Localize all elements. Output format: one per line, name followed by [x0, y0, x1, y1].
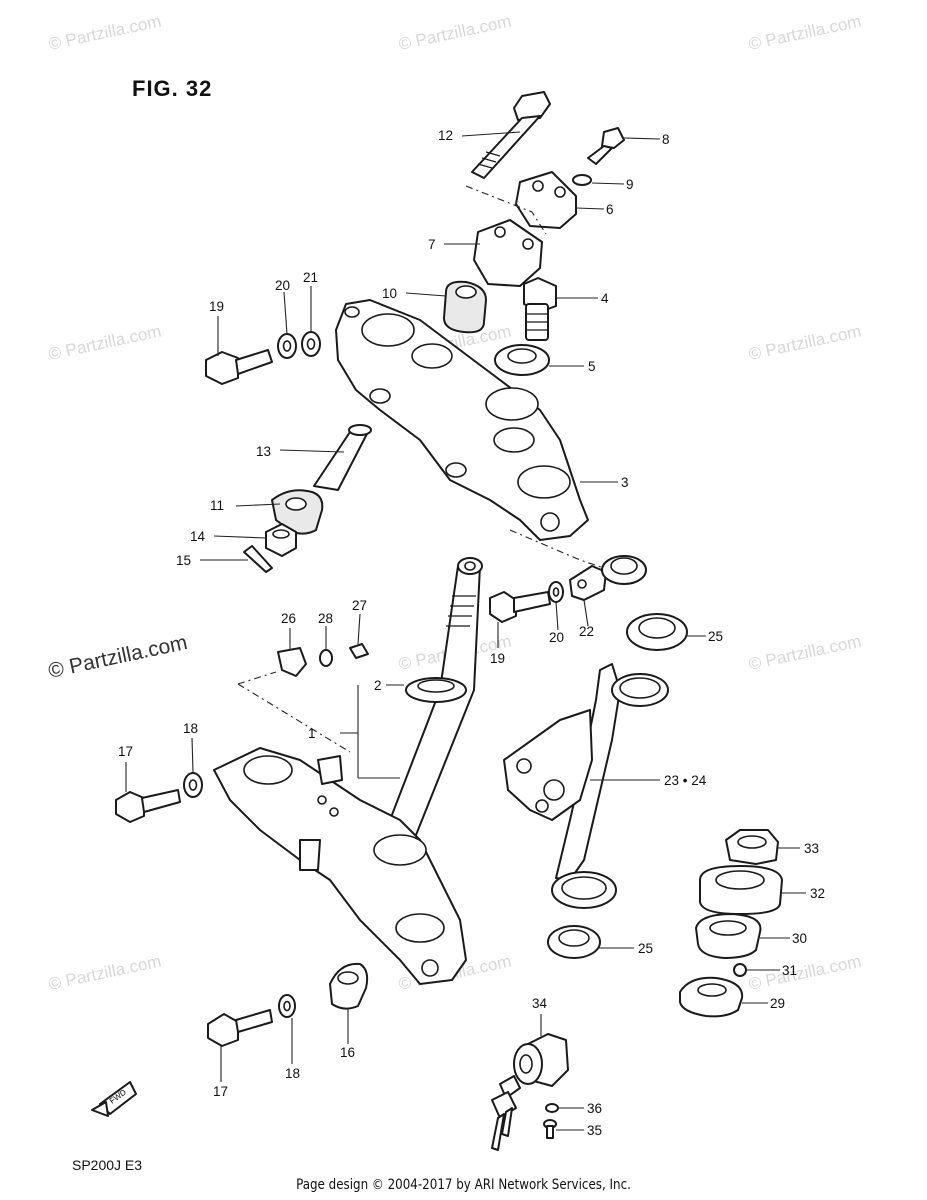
part-35-screw [543, 1119, 557, 1139]
callout-17-upper: 17 [118, 744, 133, 759]
callout-26: 26 [281, 611, 296, 626]
part-26-clamp [277, 647, 307, 677]
callout-25-upper: 25 [708, 629, 723, 644]
part-4-stem-head-bolt [523, 277, 557, 341]
callout-15: 15 [176, 553, 191, 568]
fwd-arrow-icon: FWD [91, 1081, 137, 1117]
callout-28: 28 [318, 611, 333, 626]
watermark-main: © Partzilla.com [46, 631, 189, 683]
callout-5: 5 [588, 359, 596, 374]
callout-29: 29 [770, 996, 785, 1011]
part-25-grommet-upper [601, 555, 647, 585]
callout-32: 32 [810, 886, 825, 901]
part-21-washer [301, 331, 321, 357]
callout-10: 10 [382, 286, 397, 301]
watermark-text: © Partzilla.com [747, 632, 863, 674]
part-8-bolt [587, 127, 625, 165]
callout-13: 13 [256, 444, 271, 459]
watermark-text: © Partzilla.com [747, 12, 863, 54]
part-15-cotter-pin [243, 545, 273, 573]
callout-16: 16 [340, 1045, 355, 1060]
part-5-washer [494, 344, 550, 376]
callout-20-lower: 20 [549, 630, 564, 645]
part-10-cushion [443, 280, 487, 334]
part-25-grommet-right [626, 613, 688, 651]
figure-title: FIG. 32 [132, 76, 213, 101]
callout-1: 1 [308, 726, 316, 741]
part-23-24-bracket [503, 663, 669, 909]
part-20-washer-lower [548, 581, 564, 603]
part-20-washer-upper [277, 333, 297, 359]
callout-11: 11 [210, 498, 224, 513]
callout-25-lower: 25 [638, 941, 653, 956]
watermark-text: © Partzilla.com [747, 952, 863, 994]
part-18-washer-upper [183, 772, 203, 798]
part-33-nut [725, 829, 779, 865]
part-3-upper-bracket [335, 299, 589, 541]
callout-7: 7 [428, 237, 436, 252]
callout-19-lower: 19 [490, 651, 505, 666]
part-29-race [679, 976, 744, 1018]
alignment-lines [237, 185, 605, 753]
part-1-lower-bracket [213, 747, 467, 985]
callout-21: 21 [303, 270, 318, 285]
watermark-text: © Partzilla.com [47, 12, 163, 54]
callout-8: 8 [662, 132, 670, 147]
part-14-nut [265, 523, 297, 557]
part-11-cushion [271, 489, 324, 535]
part-2-bearing [405, 677, 467, 703]
part-9-washer [572, 174, 592, 186]
callout-20-upper: 20 [275, 278, 290, 293]
callout-23-24: 23 • 24 [664, 773, 707, 788]
model-code: SP200J E3 [72, 1157, 143, 1173]
part-19-bolt-upper [205, 349, 273, 385]
part-19-bolt-lower [489, 591, 551, 623]
watermark-text: © Partzilla.com [397, 12, 513, 54]
callout-31: 31 [782, 963, 797, 978]
footer-copyright: Page design © 2004-2017 by ARI Network S… [296, 1177, 631, 1193]
part-27-screw [349, 643, 369, 659]
part-16-cable-guide [329, 962, 369, 1010]
part-32-washer [699, 865, 783, 915]
callout-12: 12 [438, 128, 453, 143]
callout-30: 30 [792, 931, 807, 946]
callout-36: 36 [587, 1101, 602, 1116]
watermark-text: © Partzilla.com [47, 322, 163, 364]
part-7-handlebar-holder-lower [473, 219, 543, 287]
callout-17-lower: 17 [213, 1084, 228, 1099]
callout-4: 4 [601, 291, 609, 306]
part-34-steering-lock [491, 1033, 569, 1151]
callout-34: 34 [532, 996, 548, 1011]
part-17-bolt-lower [207, 1009, 273, 1047]
callout-27: 27 [352, 598, 367, 613]
callout-9: 9 [626, 177, 634, 192]
part-13-spacer-pipe [313, 424, 372, 491]
leader-lines [125, 131, 806, 1131]
callout-33: 33 [804, 841, 819, 856]
part-6-handlebar-holder-upper [515, 171, 577, 229]
part-18-washer-lower [278, 994, 296, 1018]
part-30-race [695, 913, 762, 959]
part-28-washer [319, 649, 333, 667]
part-12-long-bolt [471, 91, 551, 179]
part-1-steering-stem [379, 557, 483, 851]
watermark-text: © Partzilla.com [47, 952, 163, 994]
part-17-bolt-upper [115, 789, 181, 823]
callout-3: 3 [621, 475, 629, 490]
callout-18-lower: 18 [285, 1066, 300, 1081]
callout-numbers: 12 8 9 6 7 10 4 5 3 13 11 14 15 19 20 21… [118, 128, 825, 1138]
part-22-bracket [569, 565, 607, 601]
callout-22: 22 [579, 624, 594, 639]
part-36-washer [545, 1103, 559, 1113]
callout-6: 6 [606, 202, 614, 217]
callout-18-upper: 18 [183, 721, 198, 736]
part-31-ball [733, 963, 747, 977]
part-25-grommet-lower [547, 925, 601, 959]
callout-14: 14 [190, 529, 206, 544]
callout-2: 2 [374, 678, 382, 693]
watermark-text: © Partzilla.com [747, 322, 863, 364]
callout-19-upper: 19 [209, 299, 224, 314]
callout-35: 35 [587, 1123, 602, 1138]
